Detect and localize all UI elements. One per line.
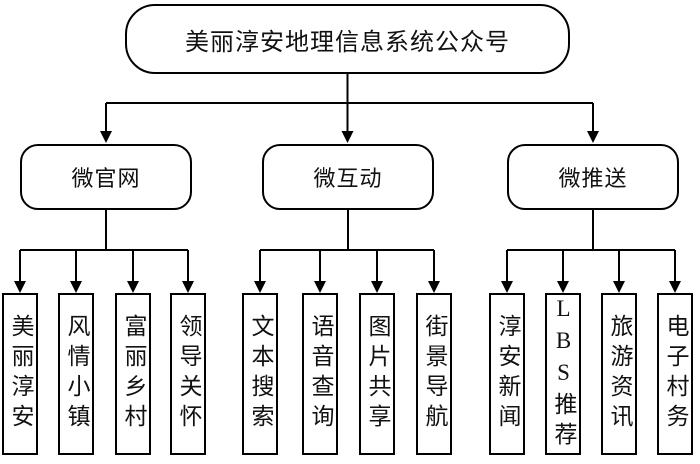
leaf-node: 风情小镇: [58, 293, 94, 455]
leaf-node: 旅游资讯: [601, 293, 637, 455]
leaf-node: 图片共享: [359, 293, 395, 455]
leaf-node-label: 淳安新闻: [495, 314, 520, 434]
leaf-node: 领导关怀: [170, 293, 206, 455]
leaf-node-label: LBS推荐: [551, 296, 576, 452]
branch-node-micro-official-site: 微官网: [20, 144, 192, 210]
leaf-node-label: 风情小镇: [64, 314, 89, 434]
leaf-node-label: 电子村务: [663, 314, 688, 434]
branch-node-micro-interaction: 微互动: [262, 144, 434, 210]
branch-node-label: 微推送: [558, 166, 628, 191]
root-node-label: 美丽淳安地理信息系统公众号: [185, 29, 510, 56]
leaf-node-label: 图片共享: [365, 314, 390, 434]
leaf-node: 富丽乡村: [115, 293, 151, 455]
branch-node-micro-push: 微推送: [507, 144, 679, 210]
root-node: 美丽淳安地理信息系统公众号: [125, 4, 570, 74]
leaf-node: 电子村务: [657, 293, 693, 455]
leaf-node-label: 富丽乡村: [121, 314, 146, 434]
leaf-node-label: 文本搜索: [248, 314, 273, 434]
branch-node-label: 微互动: [313, 166, 383, 191]
leaf-node: 美丽淳安: [2, 293, 38, 455]
leaf-node: 文本搜索: [242, 293, 278, 455]
leaf-node-label: 街景导航: [422, 314, 447, 434]
leaf-node-label: 美丽淳安: [8, 314, 33, 434]
leaf-node-label: 旅游资讯: [607, 314, 632, 434]
leaf-node: 街景导航: [416, 293, 452, 455]
leaf-node: LBS推荐: [545, 293, 581, 455]
leaf-node-label: 领导关怀: [176, 314, 201, 434]
leaf-node: 淳安新闻: [489, 293, 525, 455]
branch-node-label: 微官网: [71, 166, 141, 191]
leaf-node-label: 语音查询: [308, 314, 333, 434]
leaf-node: 语音查询: [302, 293, 338, 455]
arrowhead-icons: [14, 131, 681, 293]
